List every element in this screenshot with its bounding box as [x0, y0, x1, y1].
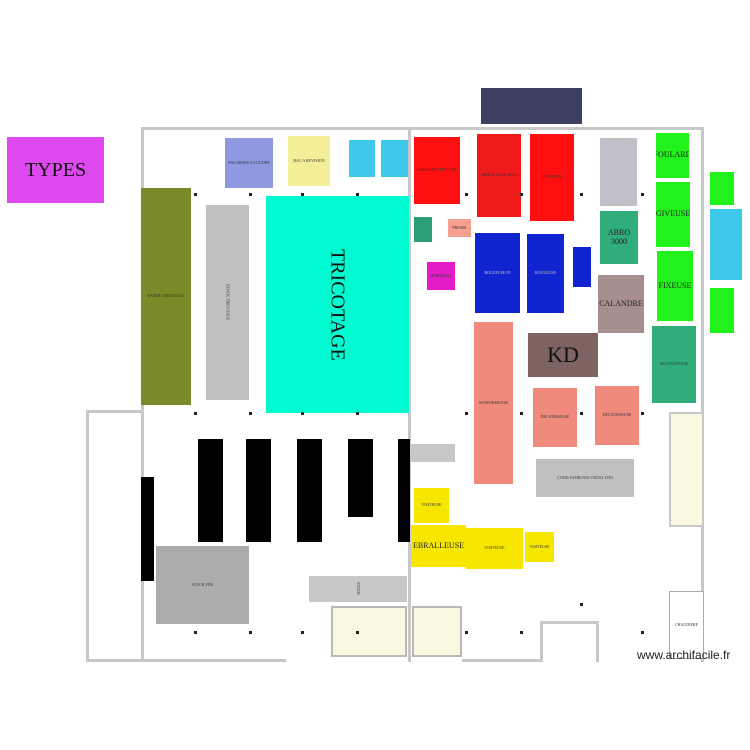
- zone-grey-column: STOCK TRICOTAGE: [206, 205, 249, 400]
- zone-cyan-2: [381, 140, 408, 177]
- pillar: [641, 193, 644, 196]
- pillar: [641, 412, 644, 415]
- pillar: [301, 631, 304, 634]
- pillar: [465, 631, 468, 634]
- zone-yellow-medium: VISITEUSE: [466, 528, 523, 569]
- wall-annex-left: [86, 410, 89, 662]
- wall-top: [141, 127, 704, 130]
- pillar: [580, 193, 583, 196]
- zone-grey-lower-center: STOCK: [309, 576, 407, 602]
- wall-bottom-annex-top: [540, 621, 598, 624]
- pillar: [465, 412, 468, 415]
- pillar: [301, 193, 304, 196]
- zone-right-green-1: [710, 172, 734, 205]
- zone-green-giveuse: GIVEUSE: [656, 182, 690, 247]
- pillar: [356, 193, 359, 196]
- black-bar: [398, 439, 410, 542]
- zone-green-fixeuse: FIXEUSE: [657, 251, 693, 321]
- zone-magenta: DEBOUILLI: [427, 262, 455, 290]
- zone-kd: KD: [528, 333, 598, 377]
- zone-cream-bottom-1: [331, 606, 407, 657]
- zone-red-1: RAMEUSE TEINTURE: [414, 137, 460, 204]
- zone-yellow-ebralleuse: EBRALLEUSE: [411, 525, 466, 567]
- black-bar: [198, 439, 223, 542]
- legend-swatch: TYPES: [7, 137, 104, 203]
- zone-chaudiere: CHAUDIERE: [669, 591, 704, 659]
- pillar: [249, 631, 252, 634]
- zone-green-sechante: SECHANTEUSE: [652, 326, 696, 403]
- watermark: www.archifacile.fr: [637, 648, 731, 662]
- zone-red-3: TEINTURE: [530, 134, 574, 221]
- pillar: [356, 631, 359, 634]
- zone-grey-lower-left: STOCK FINI: [156, 546, 249, 624]
- zone-red-2: EMBALLAGE BIOS: [477, 134, 521, 217]
- pillar: [249, 193, 252, 196]
- black-bar: [246, 439, 271, 542]
- pillar: [249, 412, 252, 415]
- black-bar: [141, 477, 154, 581]
- zone-lavender: MACHINES A COUDRE: [225, 138, 273, 188]
- pillar: [194, 412, 197, 415]
- zone-yellow-top: BAC A REVISION: [288, 136, 330, 186]
- top-dark-block: [481, 88, 582, 124]
- zone-cyan-1: [349, 140, 375, 177]
- zone-small-salmon: PRESSE: [448, 219, 471, 237]
- zone-right-cyan: [710, 209, 742, 280]
- wall-bottom-right: [462, 659, 542, 662]
- wall-bottom-annex-right: [596, 621, 599, 662]
- wall-right: [701, 127, 704, 662]
- pillar: [356, 412, 359, 415]
- pillar: [580, 603, 583, 606]
- legend-label: TYPES: [24, 159, 87, 181]
- zone-yellow-small-2: VISITEUSE: [525, 532, 554, 562]
- pillar: [520, 193, 523, 196]
- black-bar: [297, 439, 322, 542]
- pillar: [641, 631, 644, 634]
- zone-decatisseuse-1: DECATISSEUSE: [533, 388, 577, 447]
- pillar: [194, 631, 197, 634]
- zone-small-teal: [414, 217, 432, 242]
- wall-bottom-left: [86, 659, 286, 662]
- zone-right-green-2: [710, 288, 734, 333]
- zone-blue-3: [573, 247, 591, 287]
- zone-green-poulard: FOULARD: [656, 133, 689, 178]
- zone-green-abro: ABRO 3000: [600, 211, 638, 264]
- pillar: [301, 412, 304, 415]
- zone-salmon-large: SANFORISEUSE: [474, 322, 513, 484]
- pillar: [580, 412, 583, 415]
- zone-olive: BANDE TRICOTAGE: [141, 188, 191, 405]
- pillar: [520, 412, 523, 415]
- zone-calandre: CALANDRE: [598, 275, 644, 333]
- zone-blue-2: ROULEUSE: [527, 234, 564, 313]
- wall-annex-top: [86, 410, 144, 413]
- pillar: [194, 193, 197, 196]
- black-bar: [348, 439, 373, 517]
- zone-blue-1: ROULEUSE P2: [475, 233, 520, 313]
- zone-cream-right: [669, 412, 704, 527]
- wall-middle: [408, 127, 411, 662]
- zone-decatisseuse-2: DECATISSEUSE: [595, 386, 639, 445]
- zone-grey-top-right: [600, 138, 637, 206]
- zone-tricotage: TRICOTAGE: [266, 196, 409, 413]
- zone-grey-thin: [411, 444, 455, 462]
- zone-cream-bottom-2: [412, 606, 462, 657]
- pillar: [465, 193, 468, 196]
- pillar: [520, 631, 523, 634]
- zone-yellow-small: VISITEUSE: [414, 488, 449, 523]
- zone-grey-bottom-right: COND FAMBOUR VISUEL FINI: [536, 459, 634, 497]
- wall-bottom-annex: [540, 621, 543, 662]
